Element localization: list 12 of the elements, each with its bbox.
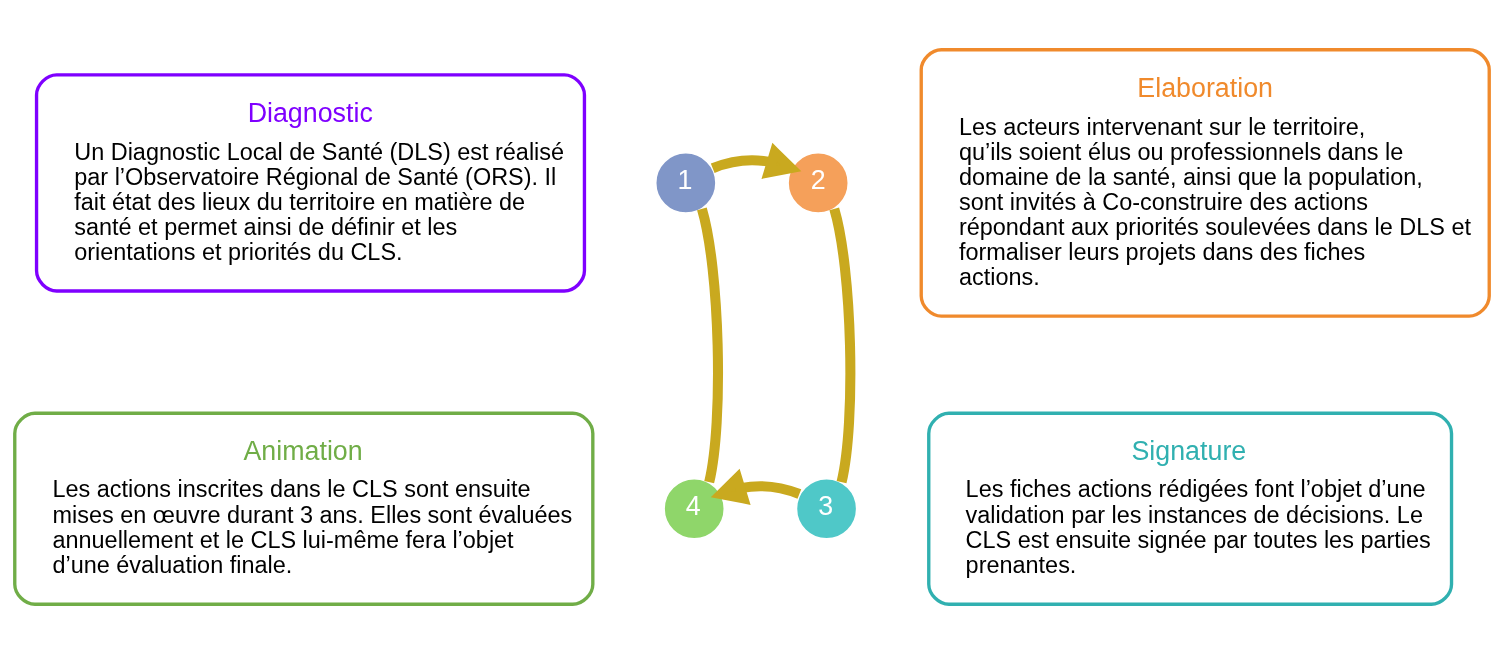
node-circle: 2 — [787, 151, 850, 214]
node-circle: 3 — [795, 477, 858, 540]
arrow — [710, 468, 802, 505]
node-box: Diagnostic Un Diagnostic Local de Santé (DLS) est réalisé par l’Observatoire Régional de Santé (ORS). Il fait état des lieux du territoire en matière de santé et permet ainsi de définir et les orientations et priorités du CLS. — [34, 72, 587, 293]
node-circle: 4 — [663, 477, 726, 540]
node-box: Signature Les fiches actions rédigées font l’objet d’une validation par les instances de décisions. Le CLS est ensuite signée par toutes les parties prenantes. — [927, 411, 1454, 606]
connector — [697, 207, 724, 483]
node-box: Animation Les actions inscrites dans le CLS sont ensuite mises en œuvre durant 3 ans. Elles sont évaluées annuellement et le CLS lui-même fera l’objet d’une évaluation finale. — [13, 411, 595, 606]
connector — [829, 207, 856, 483]
node-circle: 1 — [654, 151, 717, 214]
arrow — [710, 142, 802, 179]
node-box: Elaboration Les acteurs intervenant sur le territoire, qu’ils soient élus ou professionnels dans le domaine de la santé, ainsi que la population, sont invités à Co-construire des actions répondant aux priorités soulevées dans le DLS et formaliser leurs projets dans des fiches actions. — [919, 47, 1491, 318]
